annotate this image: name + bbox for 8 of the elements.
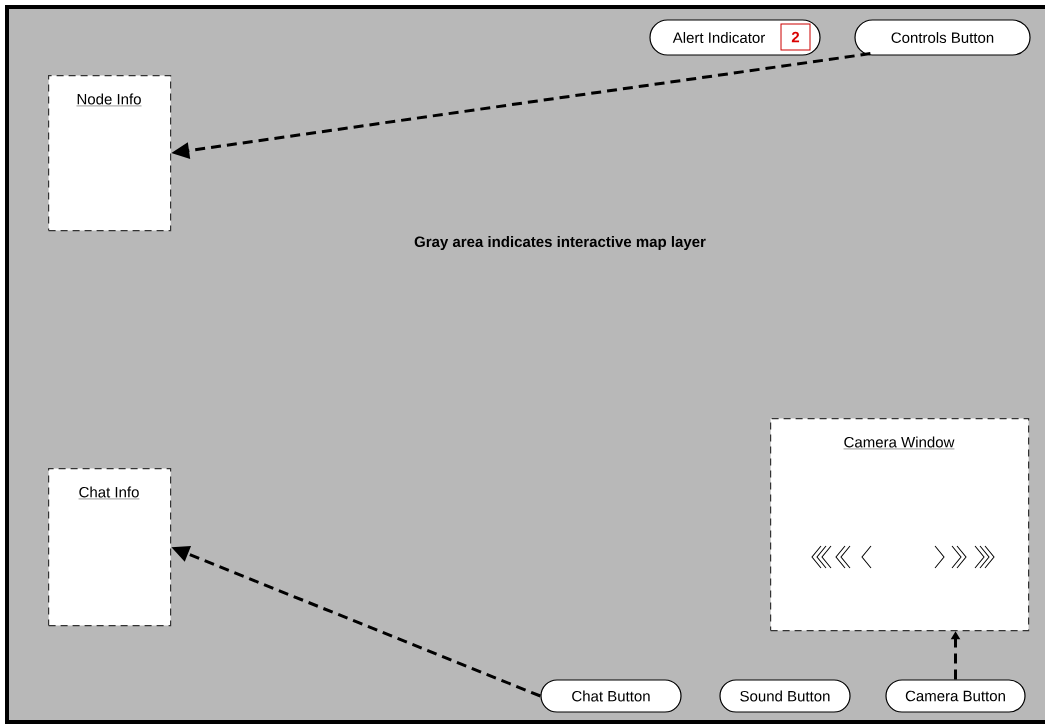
panel-box: Chat Info [48, 468, 172, 627]
panel-box: Camera Window [770, 418, 1030, 632]
button: Sound Button [719, 679, 851, 713]
button: Camera Button [885, 679, 1026, 713]
button: Controls Button [854, 19, 1031, 56]
button: Chat Button [540, 679, 682, 713]
alert-badge: 2 [780, 23, 811, 51]
panel-box: Node Info [48, 75, 172, 232]
